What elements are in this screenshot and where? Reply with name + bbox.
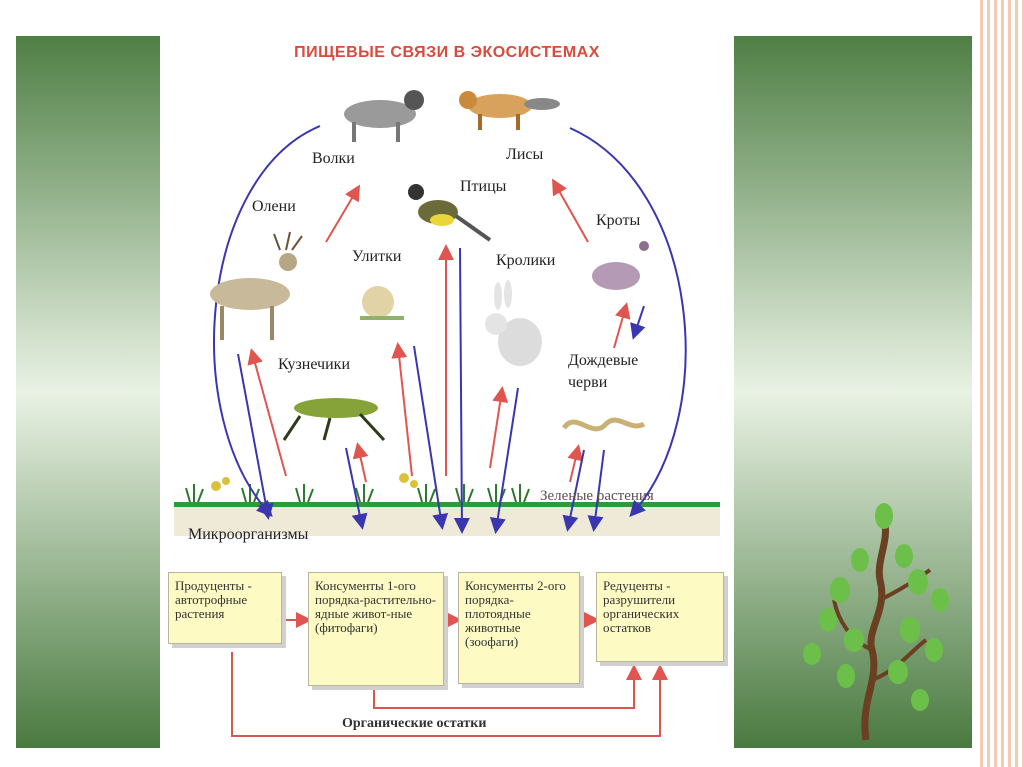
deer-to-wolves-arrow — [325, 184, 361, 243]
label-rabbits: Кролики — [496, 252, 556, 269]
label-wolves: Волки — [312, 150, 355, 167]
decorative-stripes — [980, 0, 1024, 767]
fox-icon — [459, 91, 560, 130]
box-reducers: Редуценты - разрушители органических ост… — [596, 572, 724, 662]
consumers1-remains-arrow — [373, 664, 642, 709]
label-organic-remains: Органические остатки — [342, 716, 487, 731]
producers-remains-arrow — [231, 652, 668, 737]
label-earthworms-line1: Дождевые — [568, 352, 639, 369]
plants-to-rabbits-arrow — [489, 386, 509, 469]
grasshopper-icon — [282, 398, 386, 442]
snail-icon — [360, 286, 404, 320]
food-web-drawing — [174, 90, 720, 737]
rabbits-to-foxes-arrow — [552, 178, 589, 243]
label-moles: Кроты — [596, 212, 641, 229]
label-birds: Птицы — [460, 178, 507, 195]
plants-to-grasshoppers-arrow — [352, 442, 369, 483]
flowers — [211, 473, 418, 491]
worms-to-moles-arrow — [613, 302, 631, 349]
label-foxes: Лисы — [506, 146, 544, 163]
label-earthworms-line2: черви — [568, 374, 608, 391]
foxes-to-microorganisms-arc — [569, 127, 687, 517]
box-consumers-first-order: Консументы 1-ого порядка-растительно-ядн… — [308, 572, 444, 686]
worms-decay-arrow — [562, 449, 585, 532]
box-consumers-second-order: Консументы 2-ого порядка-плотоядные живо… — [458, 572, 580, 684]
moles-decay-arrow — [630, 305, 646, 340]
label-microorganisms: Микроорганизмы — [188, 526, 309, 543]
grass-line — [174, 502, 720, 507]
plants-to-deer-arrow — [247, 348, 287, 477]
rabbits-decay-arrow — [489, 387, 519, 534]
snails-decay-arrow — [413, 345, 449, 530]
label-grasshoppers: Кузнечики — [278, 356, 350, 373]
grasshoppers-decay-arrow — [345, 447, 368, 530]
deer-decay-arrow — [237, 353, 274, 520]
deer-icon — [210, 231, 303, 340]
rabbit-icon — [485, 280, 542, 366]
food-web-slide: ПИЩЕВЫЕ СВЯЗИ В ЭКОСИСТЕМАХ — [160, 36, 734, 748]
mole-icon — [592, 241, 649, 290]
wolves-to-microorganisms-arc — [213, 125, 321, 517]
worms-decay-arrow-2 — [587, 449, 605, 532]
label-deer: Олени — [252, 198, 296, 215]
wolf-icon — [344, 90, 424, 142]
birds-decay-arrow — [453, 247, 470, 534]
label-green-plants: Зеленые растения — [540, 488, 654, 504]
earthworm-icon — [561, 417, 646, 432]
plants-to-snails-arrow — [391, 342, 413, 477]
plants-to-worms-arrow — [567, 444, 584, 483]
box-producers: Продуценты - автотрофные растения — [168, 572, 282, 644]
bird-icon — [408, 184, 492, 242]
label-snails: Улитки — [352, 248, 402, 265]
diagram-title: ПИЩЕВЫЕ СВЯЗИ В ЭКОСИСТЕМАХ — [294, 44, 600, 61]
